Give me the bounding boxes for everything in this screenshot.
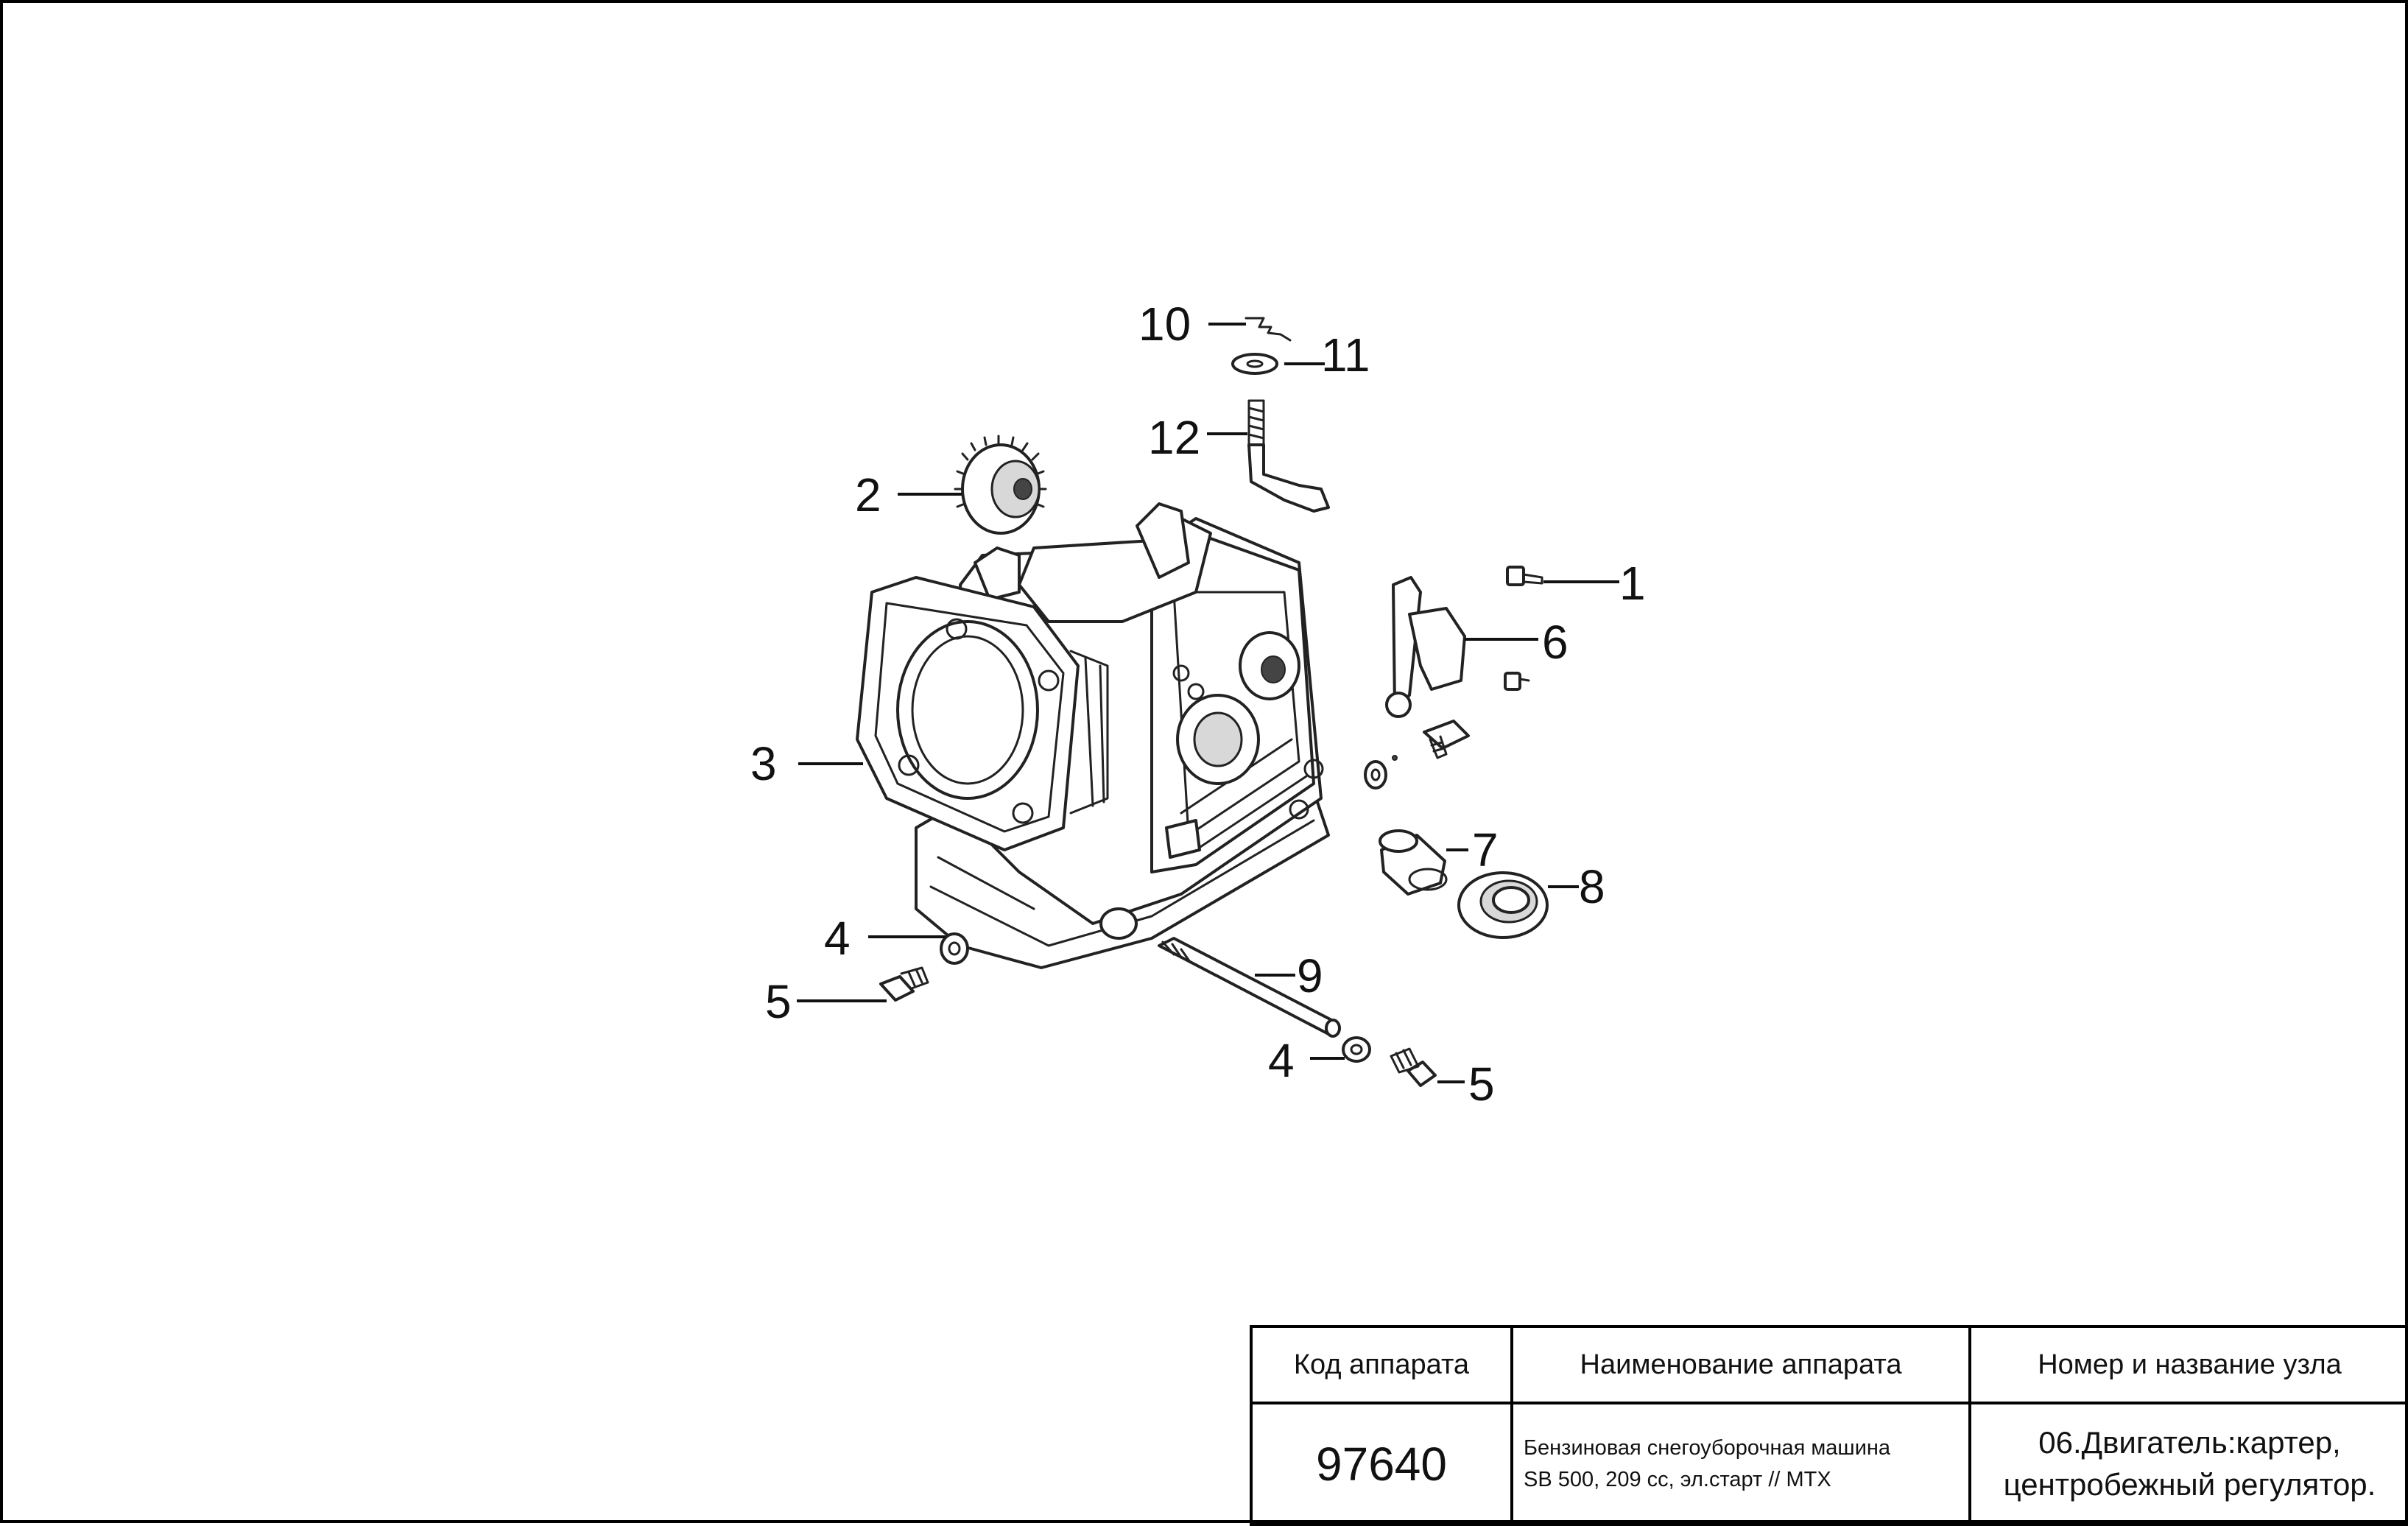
washer-4-left bbox=[940, 932, 969, 965]
callout-4-left: 4 bbox=[824, 912, 851, 965]
name-value: Бензиновая снегоуборочная машина SB 500,… bbox=[1510, 1402, 1971, 1526]
unit-value: 06.Двигатель:картер, центробежный регуля… bbox=[1968, 1402, 2408, 1526]
callout-9: 9 bbox=[1297, 949, 1323, 1002]
unit-header: Номер и название узла bbox=[1968, 1325, 2408, 1404]
small-bolt bbox=[1504, 672, 1530, 691]
leader-lines bbox=[797, 323, 1619, 1083]
exploded-parts-diagram: 10 11 12 2 1 6 3 7 8 4 9 5 4 5 bbox=[750, 298, 1646, 1111]
callout-6: 6 bbox=[1542, 616, 1569, 669]
callout-10: 10 bbox=[1138, 298, 1191, 351]
title-block: Код аппарата Наименование аппарата Номер… bbox=[1250, 1325, 2408, 1526]
callout-4-right: 4 bbox=[1268, 1034, 1295, 1087]
name-line-1: Бензиновая снегоуборочная машина bbox=[1524, 1436, 1891, 1460]
washer-11 bbox=[1231, 353, 1278, 375]
code-value: 97640 bbox=[1250, 1402, 1513, 1526]
callout-11: 11 bbox=[1321, 328, 1370, 382]
callout-3: 3 bbox=[750, 737, 777, 790]
bushing-7 bbox=[1379, 829, 1448, 896]
callout-labels: 10 11 12 2 1 6 3 7 8 4 9 5 4 5 bbox=[750, 298, 1646, 1111]
callout-7: 7 bbox=[1472, 823, 1499, 876]
unit-line-2: центробежный регулятор. bbox=[2003, 1466, 2376, 1502]
crankcase bbox=[856, 502, 1330, 969]
governor-arm bbox=[1385, 576, 1466, 718]
governor-gear bbox=[954, 435, 1047, 535]
plug-5-left bbox=[879, 966, 929, 1002]
callout-1: 1 bbox=[1619, 557, 1646, 610]
clip-10 bbox=[1245, 317, 1292, 342]
name-header: Наименование аппарата bbox=[1510, 1325, 1971, 1404]
callout-5-left: 5 bbox=[765, 975, 792, 1028]
plug-5-right bbox=[1390, 1047, 1437, 1087]
unit-line-1: 06.Двигатель:картер, bbox=[2038, 1424, 2341, 1460]
code-header: Код аппарата bbox=[1250, 1325, 1513, 1404]
callout-8: 8 bbox=[1579, 860, 1605, 913]
oil-seal-8 bbox=[1457, 871, 1549, 939]
bolt-1 bbox=[1506, 566, 1543, 586]
small-washer bbox=[1364, 755, 1398, 790]
name-line-2: SB 500, 209 cc, эл.старт // MTX bbox=[1524, 1467, 1831, 1491]
governor-shaft bbox=[1247, 399, 1330, 513]
stud-bolt bbox=[1423, 720, 1470, 759]
shaft-9 bbox=[1158, 937, 1341, 1038]
callout-5-right: 5 bbox=[1468, 1058, 1495, 1111]
callout-12: 12 bbox=[1148, 411, 1200, 464]
washer-4-right bbox=[1342, 1036, 1371, 1063]
callout-2: 2 bbox=[855, 468, 881, 521]
